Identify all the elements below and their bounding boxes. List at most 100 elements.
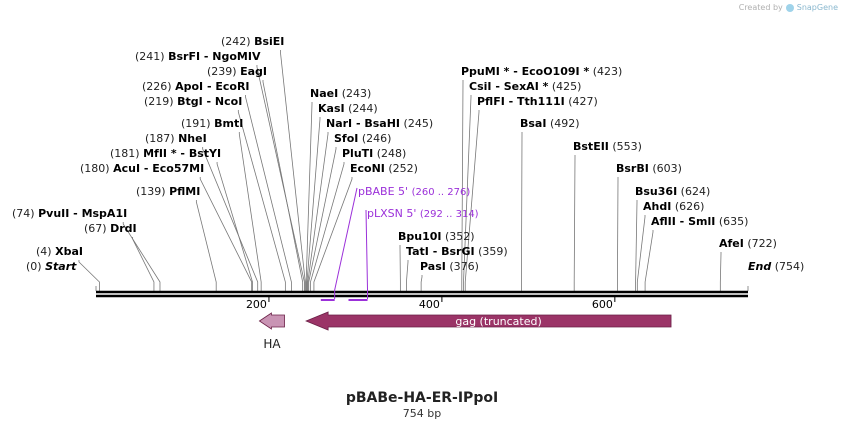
site-label-text: Bsu36I (624) [635, 185, 710, 198]
site-label: AhdI (626) [643, 200, 704, 213]
site-label: (191) BmtI [181, 117, 243, 130]
site-position: (244) [348, 102, 378, 115]
site-line [308, 147, 337, 291]
site-label: (219) BtgI - NcoI [144, 95, 242, 108]
site-label: (0) Start [26, 260, 77, 273]
site-line [310, 162, 345, 291]
primer-connector [365, 209, 369, 299]
primer-name: pBABE 5' [358, 185, 408, 198]
tick-label: 600 [592, 298, 613, 311]
site-line [719, 252, 722, 291]
site-line [635, 200, 638, 291]
site-label: CsiI - SexAI * (425) [469, 80, 581, 93]
site-label: (4) XbaI [36, 245, 83, 258]
site-line [464, 110, 480, 291]
site-label: (139) PflMI [136, 185, 200, 198]
site-line [216, 162, 253, 291]
feature-arrow [305, 311, 672, 331]
site-label: BstEII (553) [573, 140, 642, 153]
site-name: BstEII [573, 140, 609, 153]
site-labels: (0) Start(4) XbaI(67) DrdI(74) PvuII - M… [12, 35, 804, 273]
site-name: EcoNI [350, 162, 385, 175]
site-name: PpuMI * - EcoO109I * [461, 65, 589, 78]
plasmid-name: pBABe-HA-ER-IPpoI [345, 390, 499, 406]
site-position: (245) [404, 117, 434, 130]
site-label-text: BstEII (553) [573, 140, 642, 153]
site-position: (246) [362, 132, 392, 145]
site-position: (74) [12, 207, 35, 220]
site-position: (248) [377, 147, 407, 160]
site-label-text: (219) BtgI - NcoI [144, 95, 242, 108]
site-lines [78, 50, 749, 291]
site-line [521, 132, 523, 291]
feature-label: gag (truncated) [455, 315, 541, 328]
site-line [132, 237, 155, 291]
site-name: End [748, 260, 771, 273]
site-label: (226) ApoI - EcoRI [142, 80, 250, 93]
site-position: (603) [652, 162, 682, 175]
site-name: BsrBI [616, 162, 649, 175]
site-name: XbaI [55, 245, 83, 258]
snapgene-logo-icon [785, 3, 794, 12]
site-line [463, 95, 472, 291]
site-label-text: BsaI (492) [520, 117, 580, 130]
site-position: (67) [84, 222, 107, 235]
tick-label: 400 [419, 298, 440, 311]
site-label-text: (181) MfII * - BstYI [110, 147, 221, 160]
site-name: DrdI [110, 222, 137, 235]
site-line [237, 110, 286, 291]
feature-label: HA [263, 337, 281, 351]
site-label: (181) MfII * - BstYI [110, 147, 221, 160]
site-label: (239) EagI [207, 65, 267, 78]
site-label-text: PpuMI * - EcoO109I * (423) [461, 65, 622, 78]
site-label: BsaI (492) [520, 117, 580, 130]
site-line [644, 230, 654, 291]
site-label: NarI - BsaHI (245) [326, 117, 433, 130]
site-label: AfeI (722) [719, 237, 777, 250]
site-name: NheI [178, 132, 207, 145]
site-name: PflMI [169, 185, 200, 198]
site-label-text: AflII - SmlI (635) [651, 215, 748, 228]
site-line [307, 132, 329, 291]
site-label-text: BsrBI (603) [616, 162, 682, 175]
site-name: TatI - BsrGI [406, 245, 475, 258]
site-position: (226) [142, 80, 172, 93]
site-line [262, 80, 304, 291]
site-label-text: PasI (376) [420, 260, 479, 273]
site-line [313, 177, 353, 291]
primer-name: pLXSN 5' [367, 207, 416, 220]
site-name: NarI - BsaHI [326, 117, 400, 130]
site-position: (252) [388, 162, 418, 175]
site-name: BmtI [214, 117, 243, 130]
site-label: NaeI (243) [310, 87, 371, 100]
backbone [96, 290, 748, 298]
site-label-text: AhdI (626) [643, 200, 704, 213]
site-label: (67) DrdI [84, 222, 137, 235]
site-position: (425) [552, 80, 582, 93]
site-label-text: Bpu10I (352) [398, 230, 475, 243]
feature-arrow [258, 312, 285, 330]
site-line [238, 132, 262, 291]
primer-range: (260 .. 276) [412, 187, 471, 198]
site-label-text: PflFI - Tth111I (427) [477, 95, 598, 108]
site-label-text: NarI - BsaHI (245) [326, 117, 433, 130]
site-label-text: (239) EagI [207, 65, 267, 78]
site-name: PluTI [342, 147, 373, 160]
site-position: (359) [478, 245, 508, 258]
primer-label: pLXSN 5' (292 .. 314) [367, 207, 479, 220]
site-label-text: End (754) [748, 260, 804, 273]
site-name: KasI [318, 102, 345, 115]
site-line [245, 95, 292, 291]
primer-range: (292 .. 314) [420, 209, 479, 220]
site-name: NaeI [310, 87, 338, 100]
site-label: BsrBI (603) [616, 162, 682, 175]
primer-label: pBABE 5' (260 .. 276) [358, 185, 470, 198]
site-name: ApoI - EcoRI [175, 80, 249, 93]
site-name: Bpu10I [398, 230, 442, 243]
site-label-text: PluTI (248) [342, 147, 406, 160]
site-name: MfII * - BstYI [143, 147, 221, 160]
site-label-text: AfeI (722) [719, 237, 777, 250]
site-position: (242) [221, 35, 251, 48]
